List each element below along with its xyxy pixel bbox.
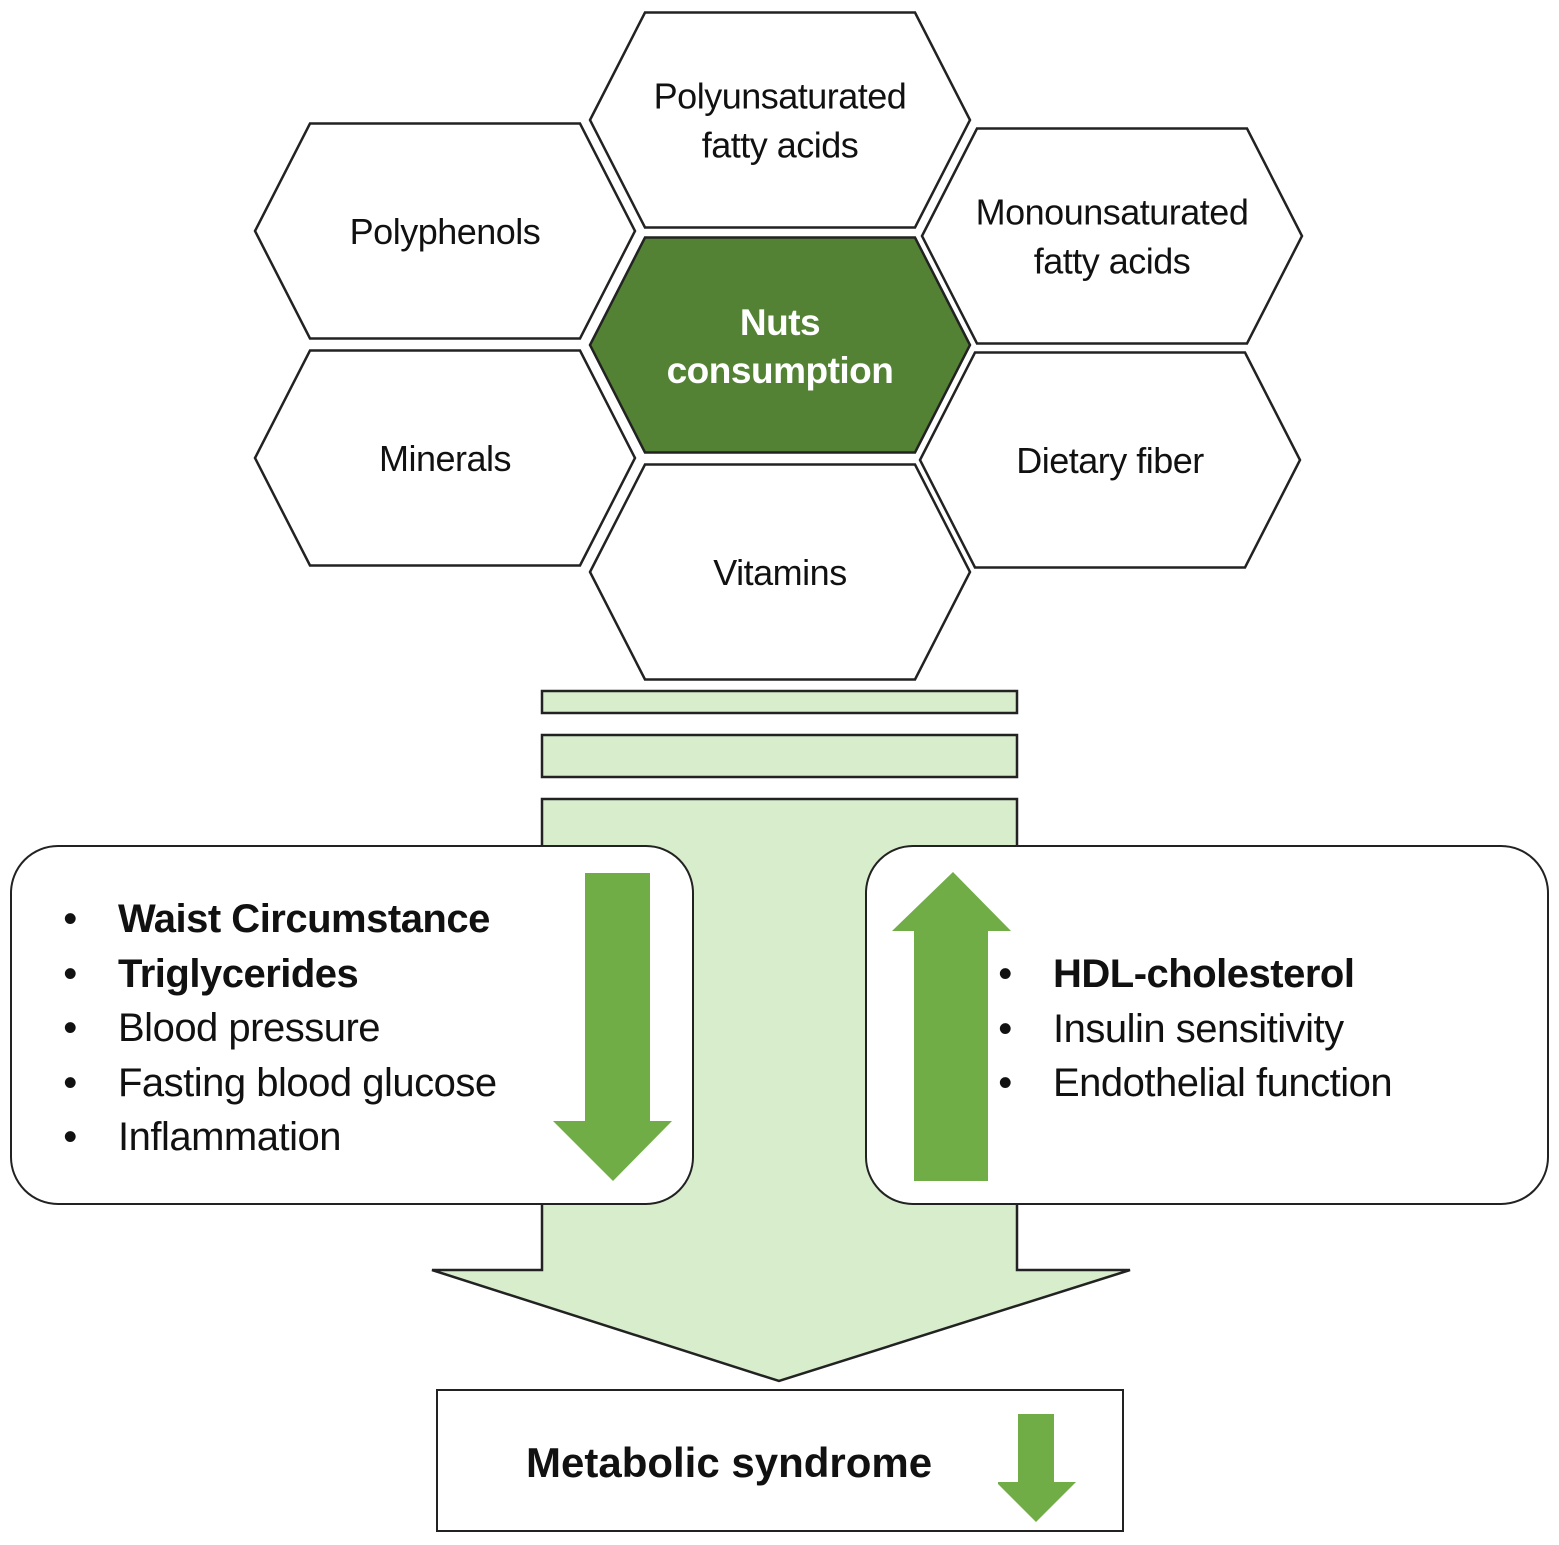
increase-arrow-icon [892, 872, 1011, 1181]
center-label-line1: Nuts [740, 302, 820, 343]
hexagon-label: Monounsaturated [976, 192, 1249, 233]
flow-bar-medium [540, 733, 1019, 779]
bullet-dot: • [63, 1060, 77, 1105]
marker-label: Inflammation [118, 1115, 341, 1159]
hexagon-shape [588, 236, 972, 454]
bullet-dot: • [998, 1061, 1012, 1105]
increased-markers-list: • HDL-cholesterol • Insulin sensitivity • End… [995, 947, 1392, 1111]
bullet-dot: • [63, 897, 77, 941]
decreased-marker-item: • Fasting blood glucose [60, 1056, 497, 1111]
bullet-dot: • [63, 1115, 77, 1159]
hexagon-label: fatty acids [1034, 241, 1191, 282]
outcome-box: Metabolic syndrome [436, 1389, 1124, 1532]
bullet-dot: • [63, 951, 77, 996]
decreased-marker-item: • Waist Circumstance [60, 892, 497, 947]
hexagon-shape [920, 127, 1304, 345]
hexagon-center: Nuts consumption [588, 236, 972, 454]
hexagon-vitamins: Vitamins [588, 463, 972, 681]
bullet-dot: • [998, 952, 1012, 996]
hexagon-label: Minerals [379, 438, 511, 479]
flow-bar-thin [540, 689, 1019, 715]
increased-marker-item: • Endothelial function [995, 1056, 1392, 1111]
increased-marker-item: • Insulin sensitivity [995, 1002, 1392, 1057]
hexagon-label: Polyunsaturated [654, 76, 907, 117]
decreased-marker-item: • Blood pressure [60, 1001, 497, 1056]
increased-marker-item: • HDL-cholesterol [995, 947, 1392, 1002]
hexagon-polyphenols: Polyphenols [253, 122, 637, 340]
hexagon-shape [253, 122, 637, 340]
marker-label: Triglycerides [118, 951, 359, 996]
hexagon-monounsaturated: Monounsaturated fatty acids [920, 127, 1304, 345]
hexagon-dietary-fiber: Dietary fiber [918, 351, 1302, 569]
marker-label: HDL-cholesterol [1053, 952, 1355, 996]
increased-markers-panel: • HDL-cholesterol • Insulin sensitivity • End… [865, 845, 1549, 1205]
marker-label: Blood pressure [118, 1006, 381, 1050]
marker-label: Insulin sensitivity [1053, 1006, 1344, 1051]
hexagon-label: fatty acids [702, 125, 859, 166]
outcome-label: Metabolic syndrome [526, 1439, 933, 1486]
decreased-markers-list: • Waist Circumstance • Triglycerides • Blood … [60, 892, 497, 1165]
hexagon-polyunsaturated: Polyunsaturated fatty acids [588, 11, 972, 229]
hexagon-label: Polyphenols [350, 211, 541, 252]
hexagon-shape [918, 351, 1302, 569]
hexagon-shape [253, 349, 637, 567]
outcome-decrease-arrow-icon [998, 1414, 1076, 1522]
marker-label: Endothelial function [1053, 1061, 1393, 1105]
hexagon-shape [588, 463, 972, 681]
decrease-arrow-icon [553, 873, 672, 1181]
hexagon-label: Dietary fiber [1016, 440, 1204, 481]
decreased-marker-item: • Triglycerides [60, 947, 497, 1002]
bullet-dot: • [63, 1006, 77, 1050]
marker-label: Fasting blood glucose [118, 1060, 497, 1105]
hexagon-label: Vitamins [713, 552, 846, 593]
decreased-markers-panel: • Waist Circumstance • Triglycerides • Blood … [10, 845, 694, 1205]
marker-label: Waist Circumstance [118, 897, 490, 941]
hexagon-shape [588, 11, 972, 229]
center-label-line2: consumption [667, 350, 894, 391]
hexagon-minerals: Minerals [253, 349, 637, 567]
bullet-dot: • [998, 1006, 1012, 1051]
decreased-marker-item: • Inflammation [60, 1110, 497, 1165]
